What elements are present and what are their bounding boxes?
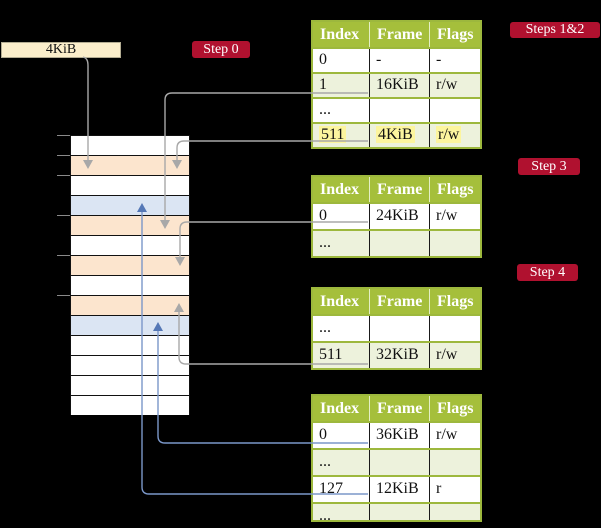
memory-tick xyxy=(57,215,70,216)
cell: 0 xyxy=(319,51,327,68)
memory-row xyxy=(71,396,189,415)
table-header: Index Frame Flags xyxy=(313,22,480,47)
memory-row xyxy=(71,296,189,316)
table-row: 1 16KiB r/w xyxy=(313,72,480,97)
table-row: 0 24KiB r/w xyxy=(313,202,480,229)
memory-row xyxy=(71,316,189,336)
cell: 127 xyxy=(319,480,343,497)
header-frame: Frame xyxy=(369,177,429,202)
cell: r/w xyxy=(436,126,462,143)
cell: - xyxy=(376,51,382,68)
page-table-level0: Index Frame Flags 0 - - 1 16KiB r/w ... … xyxy=(311,20,482,149)
cell: 511 xyxy=(319,126,347,143)
memory-row xyxy=(71,136,189,156)
memory-tick xyxy=(57,135,70,136)
cell: r xyxy=(436,480,442,497)
cell: ... xyxy=(319,453,331,470)
cell: 16KiB xyxy=(376,76,419,93)
table-row: ... xyxy=(313,448,480,475)
cell: ... xyxy=(319,507,331,520)
header-flags: Flags xyxy=(429,22,480,47)
frame-size-label-box: 4KiB xyxy=(1,42,121,58)
header-index: Index xyxy=(320,181,360,198)
table-row: 511 32KiB r/w xyxy=(313,341,480,368)
table-header: Index Frame Flags xyxy=(313,177,480,202)
cell: ... xyxy=(319,234,331,251)
page-table-level3: Index Frame Flags 0 36KiB r/w ... 127 12… xyxy=(311,394,482,522)
badge-steps-1-2: Steps 1&2 xyxy=(510,22,600,38)
memory-tick xyxy=(57,155,70,156)
physical-memory-column xyxy=(70,135,190,415)
memory-row xyxy=(71,276,189,296)
table-header: Index Frame Flags xyxy=(313,396,480,421)
memory-row xyxy=(71,176,189,196)
memory-tick xyxy=(57,175,70,176)
table-row: 0 - - xyxy=(313,47,480,72)
table-row: 0 36KiB r/w xyxy=(313,421,480,448)
header-flags: Flags xyxy=(429,289,480,314)
header-frame: Frame xyxy=(369,396,429,421)
header-frame: Frame xyxy=(369,289,429,314)
memory-row xyxy=(71,196,189,216)
cell: r/w xyxy=(436,426,458,443)
cell: ... xyxy=(319,101,331,118)
badge-step-4: Step 4 xyxy=(517,264,578,281)
cell: - xyxy=(436,51,442,68)
memory-tick xyxy=(57,295,70,296)
table-row: 127 12KiB r xyxy=(313,475,480,502)
badge-step-0: Step 0 xyxy=(192,41,250,58)
cell: 0 xyxy=(319,426,327,443)
cell: 511 xyxy=(319,346,343,363)
header-index: Index xyxy=(320,293,360,310)
cell: 36KiB xyxy=(376,426,419,443)
header-frame: Frame xyxy=(369,22,429,47)
cell: 24KiB xyxy=(376,207,419,224)
page-table-level1: Index Frame Flags 0 24KiB r/w ... xyxy=(311,175,482,258)
table-row: ... xyxy=(313,229,480,256)
memory-row xyxy=(71,256,189,276)
badge-step-3: Step 3 xyxy=(518,158,580,175)
table-header: Index Frame Flags xyxy=(313,289,480,314)
memory-row xyxy=(71,356,189,376)
cell: 12KiB xyxy=(376,480,419,497)
cell: r/w xyxy=(436,346,458,363)
memory-tick xyxy=(57,255,70,256)
memory-row xyxy=(71,216,189,236)
cell: 1 xyxy=(319,76,327,93)
table-row: ... xyxy=(313,502,480,520)
cell: 32KiB xyxy=(376,346,419,363)
header-flags: Flags xyxy=(429,396,480,421)
cell: ... xyxy=(319,319,331,336)
memory-row xyxy=(71,156,189,176)
page-table-level2: Index Frame Flags ... 511 32KiB r/w xyxy=(311,287,482,370)
cell: 4KiB xyxy=(376,126,415,143)
table-row: ... xyxy=(313,97,480,122)
header-index: Index xyxy=(320,400,360,417)
table-row: ... xyxy=(313,314,480,341)
memory-row xyxy=(71,376,189,396)
memory-row xyxy=(71,236,189,256)
header-index: Index xyxy=(320,26,360,43)
memory-row xyxy=(71,336,189,356)
cell: 0 xyxy=(319,207,327,224)
cell: r/w xyxy=(436,76,458,93)
header-flags: Flags xyxy=(429,177,480,202)
cell: r/w xyxy=(436,207,458,224)
table-row-highlighted: 511 4KiB r/w xyxy=(313,122,480,147)
